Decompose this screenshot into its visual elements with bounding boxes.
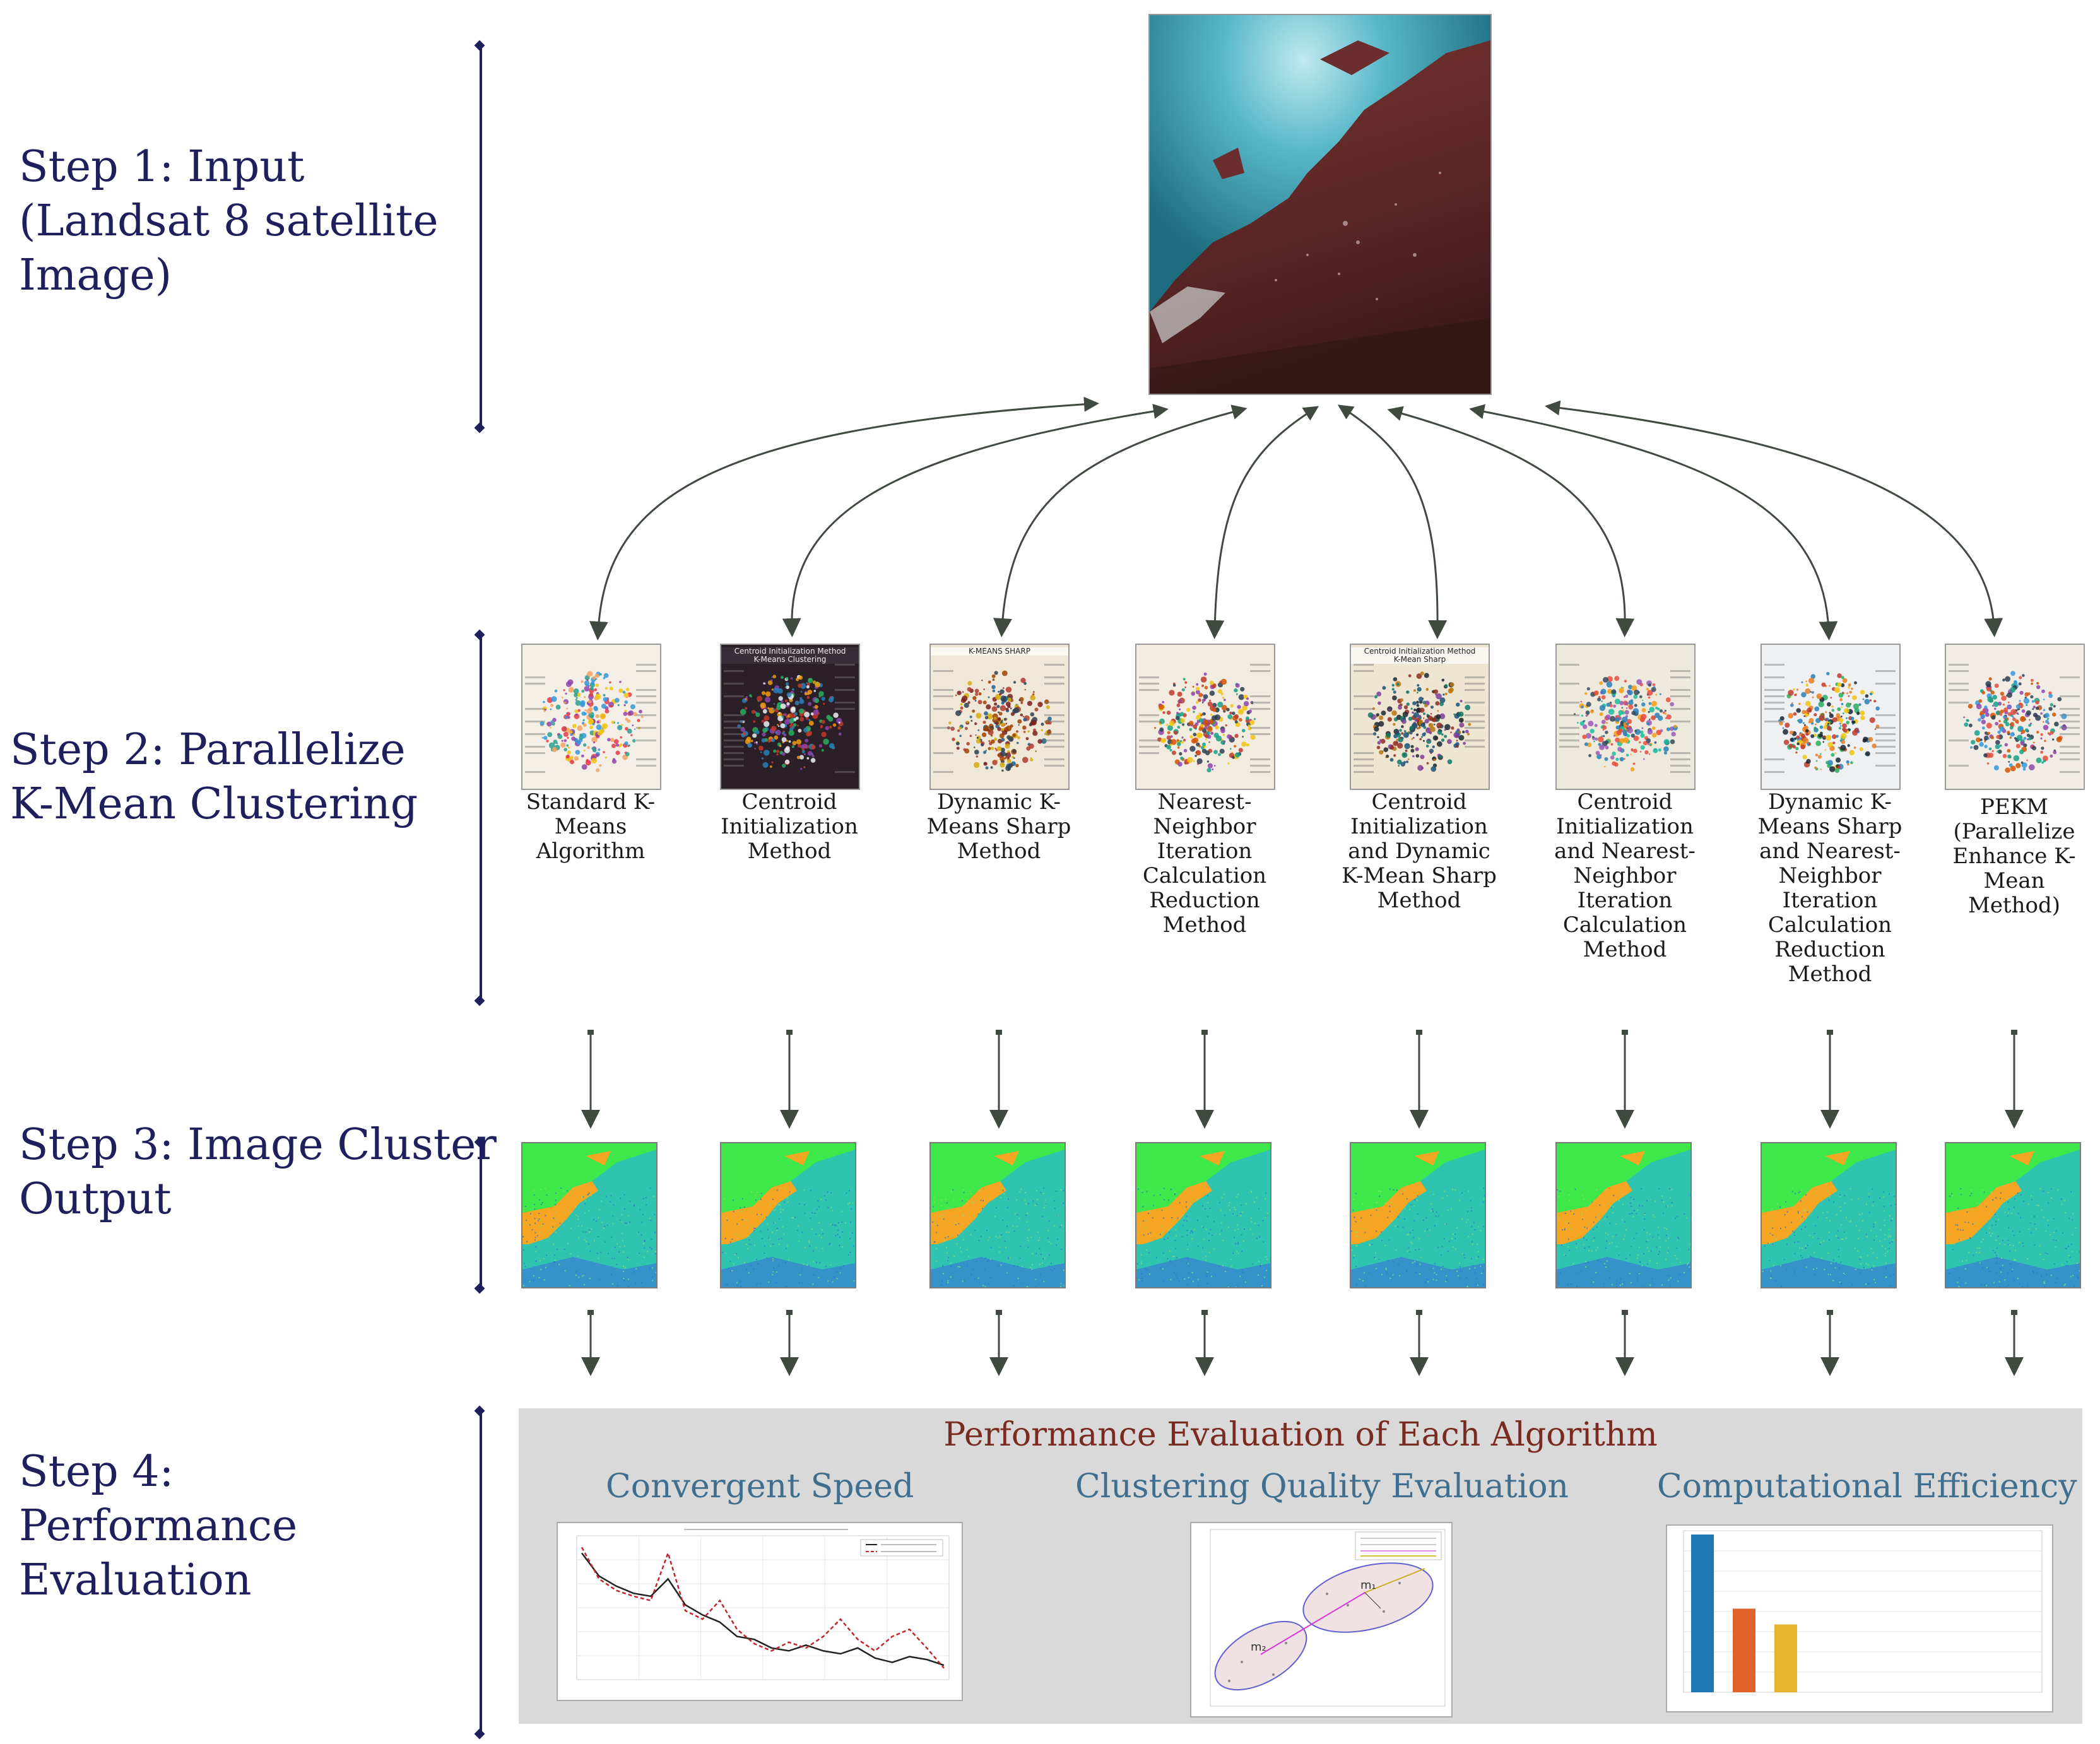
cluster-visual-icon <box>724 664 855 773</box>
satellite-image-icon <box>1150 15 1490 394</box>
convergent-speed-chart <box>557 1522 963 1701</box>
flow-arrow-tail <box>2011 1030 2017 1035</box>
algorithm-thumbnail-caption: K-MEANS SHARP <box>931 647 1068 656</box>
cluster-visual-icon <box>525 664 656 773</box>
cluster-map-icon <box>1946 1143 2080 1287</box>
flow-arrow-tail <box>1622 1310 1628 1315</box>
cluster-visual-icon <box>933 664 1065 773</box>
cluster-output-image-1 <box>521 1142 658 1288</box>
metric-title-computational-efficiency: Computational Efficiency <box>1657 1468 2077 1505</box>
evaluation-title: Performance Evaluation of Each Algorithm <box>943 1416 1658 1454</box>
line-series-2 <box>581 1547 945 1669</box>
flow-arrow-tail <box>996 1030 1002 1035</box>
cluster-visual-icon <box>1949 664 2080 773</box>
cluster-output-image-8 <box>1945 1142 2081 1288</box>
evaluation-panel: Performance Evaluation of Each Algorithm… <box>519 1408 2082 1724</box>
algorithm-label-5: Centroid Initialization and Dynamic K-Me… <box>1342 789 1497 913</box>
cluster-output-image-6 <box>1555 1142 1692 1288</box>
metric-title-convergent-speed: Convergent Speed <box>606 1468 914 1505</box>
cluster-map-icon <box>1762 1143 1896 1287</box>
flow-arrow-tail <box>786 1030 793 1035</box>
input-arrows <box>589 396 2003 640</box>
algorithm-thumbnail-3: K-MEANS SHARP <box>929 644 1070 790</box>
efficiency-bar-2 <box>1733 1608 1755 1692</box>
algorithm-thumbnail-4 <box>1135 644 1275 790</box>
step-4-label: Step 4: Performance Evaluation <box>19 1447 298 1605</box>
algorithm-thumbnail-caption: Centroid Initialization Method K-Means C… <box>721 647 859 664</box>
cluster-map-icon <box>721 1143 855 1287</box>
flow-arrow-tail <box>1201 1030 1208 1035</box>
cluster-visual-icon <box>1764 664 1896 773</box>
algorithm-thumbnail-7 <box>1761 644 1901 790</box>
cluster-map-icon <box>1351 1143 1485 1287</box>
bar-chart-svg <box>1683 1530 2043 1693</box>
step-3-label: Step 3: Image Cluster Output <box>19 1120 497 1224</box>
algorithm-label-1: Standard K- Means Algorithm <box>526 789 656 864</box>
flow-arrow-tail <box>996 1310 1002 1315</box>
algorithm-thumbnail-2: Centroid Initialization Method K-Means C… <box>720 644 860 790</box>
flow-arrow-tail <box>587 1310 594 1315</box>
algorithm-thumbnail-1 <box>521 644 661 790</box>
flow-arrow-tail <box>1827 1310 1833 1315</box>
flow-arrow-tail <box>1622 1030 1628 1035</box>
step-2-label: Step 2: Parallelize K-Mean Clustering <box>10 725 418 829</box>
clustering-quality-chart: m₁ m₂ <box>1190 1522 1453 1717</box>
metric-title-clustering-quality: Clustering Quality Evaluation <box>1075 1468 1569 1505</box>
flow-arrow-tail <box>1416 1310 1422 1315</box>
cluster-map-icon <box>1136 1143 1270 1287</box>
cluster-output-image-4 <box>1135 1142 1271 1288</box>
flow-arrow-tail <box>786 1310 793 1315</box>
flow-arrow-tail <box>2011 1310 2017 1315</box>
cluster-output-image-2 <box>720 1142 856 1288</box>
cluster-map-icon <box>1557 1143 1690 1287</box>
step-2-bracket <box>480 635 482 1001</box>
cluster-output-image-5 <box>1350 1142 1486 1288</box>
flow-arrow-tail <box>1201 1310 1208 1315</box>
algorithm-label-2: Centroid Initialization Method <box>721 789 858 864</box>
m1-label: m₁ <box>1360 1579 1376 1592</box>
algorithm-thumbnail-caption: Centroid Initialization Method K-Mean Sh… <box>1351 647 1489 664</box>
algorithm-label-4: Nearest- Neighbor Iteration Calculation … <box>1142 789 1267 938</box>
line-chart-svg <box>576 1529 950 1680</box>
flow-arrow-tail <box>1827 1030 1833 1035</box>
algorithm-thumbnail-8 <box>1945 644 2085 790</box>
algorithm-label-8: PEKM (Parallelize Enhance K- Mean Method… <box>1952 794 2076 918</box>
step-3-bracket <box>480 1142 482 1288</box>
efficiency-bar-3 <box>1774 1624 1797 1692</box>
cluster-visual-icon <box>1354 664 1485 773</box>
algorithm-label-7: Dynamic K- Means Sharp and Nearest- Neig… <box>1757 789 1902 987</box>
step-1-label: Step 1: Input (Landsat 8 satellite Image… <box>19 142 439 300</box>
algorithm-label-3: Dynamic K- Means Sharp Method <box>926 789 1071 864</box>
computational-efficiency-chart <box>1666 1524 2053 1712</box>
algorithm-thumbnail-6 <box>1555 644 1696 790</box>
step-4-bracket <box>480 1411 482 1734</box>
cluster-quality-svg: m₁ m₂ <box>1210 1529 1446 1707</box>
flow-arrow-tail <box>1416 1030 1422 1035</box>
satellite-image <box>1148 14 1492 395</box>
cluster-visual-icon <box>1139 664 1270 773</box>
cluster-visual-icon <box>1559 664 1690 773</box>
algorithm-thumbnail-5: Centroid Initialization Method K-Mean Sh… <box>1350 644 1490 790</box>
cluster-map-icon <box>522 1143 656 1287</box>
algorithm-label-6: Centroid Initialization and Nearest- Nei… <box>1554 789 1696 962</box>
cluster-map-icon <box>931 1143 1065 1287</box>
cluster-output-image-7 <box>1761 1142 1897 1288</box>
line-series-1 <box>581 1552 945 1666</box>
flow-arrow-tail <box>587 1030 594 1035</box>
line-legend <box>860 1539 943 1557</box>
cluster-output-image-3 <box>929 1142 1066 1288</box>
m2-label: m₂ <box>1251 1641 1266 1654</box>
step-1-bracket <box>480 45 482 428</box>
efficiency-bar-1 <box>1691 1535 1714 1692</box>
